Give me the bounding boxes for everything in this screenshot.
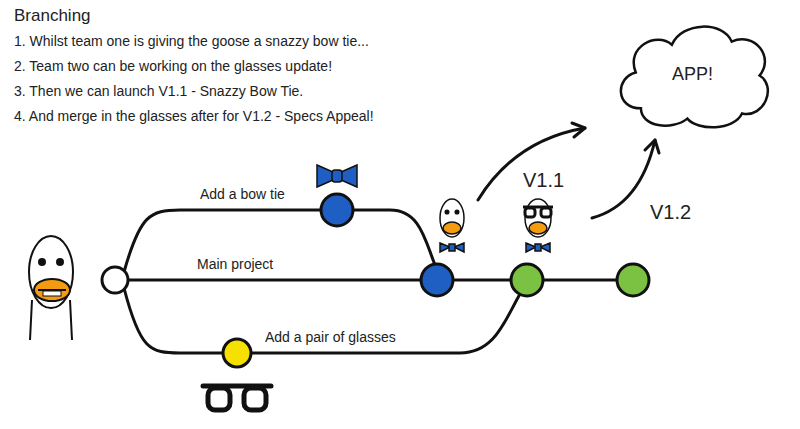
step-note: 4. And merge in the glasses after for V1… [14, 108, 374, 125]
main-branch-line [127, 279, 633, 282]
goose-with-glasses [523, 199, 553, 252]
release-arrow [478, 128, 585, 200]
version-label: V1.2 [650, 200, 691, 224]
bow-tie-commit [321, 194, 353, 226]
cloud-text: APP! [672, 64, 713, 86]
version-label: V1.1 [523, 168, 564, 192]
goose-with-bow-tie [440, 199, 464, 252]
cloud-shape: APP! [610, 16, 775, 134]
glasses-branch-line [124, 288, 520, 353]
step-note: 1. Whilst team one is giving the goose a… [14, 33, 369, 50]
diagram-title: Branching [14, 6, 91, 26]
merge-commit [511, 264, 543, 296]
step-note: 2. Team two can be working on the glasse… [14, 58, 332, 75]
glasses-icon [203, 386, 271, 410]
branch-label: Main project [197, 256, 273, 273]
arrow-head [645, 140, 659, 153]
glasses-commit [223, 339, 251, 367]
bow-tie-icon [317, 165, 357, 187]
branch-label: Add a bow tie [200, 186, 285, 203]
release-arrow [592, 140, 655, 218]
start-commit [102, 267, 128, 293]
bow-tie-branch-line [124, 210, 435, 272]
merge-commit [421, 264, 453, 296]
end-commit [617, 264, 649, 296]
step-note: 3. Then we can launch V1.1 - Snazzy Bow … [14, 83, 303, 100]
branch-label: Add a pair of glasses [265, 329, 396, 346]
goose-figure [29, 236, 73, 340]
arrow-head [572, 123, 585, 137]
